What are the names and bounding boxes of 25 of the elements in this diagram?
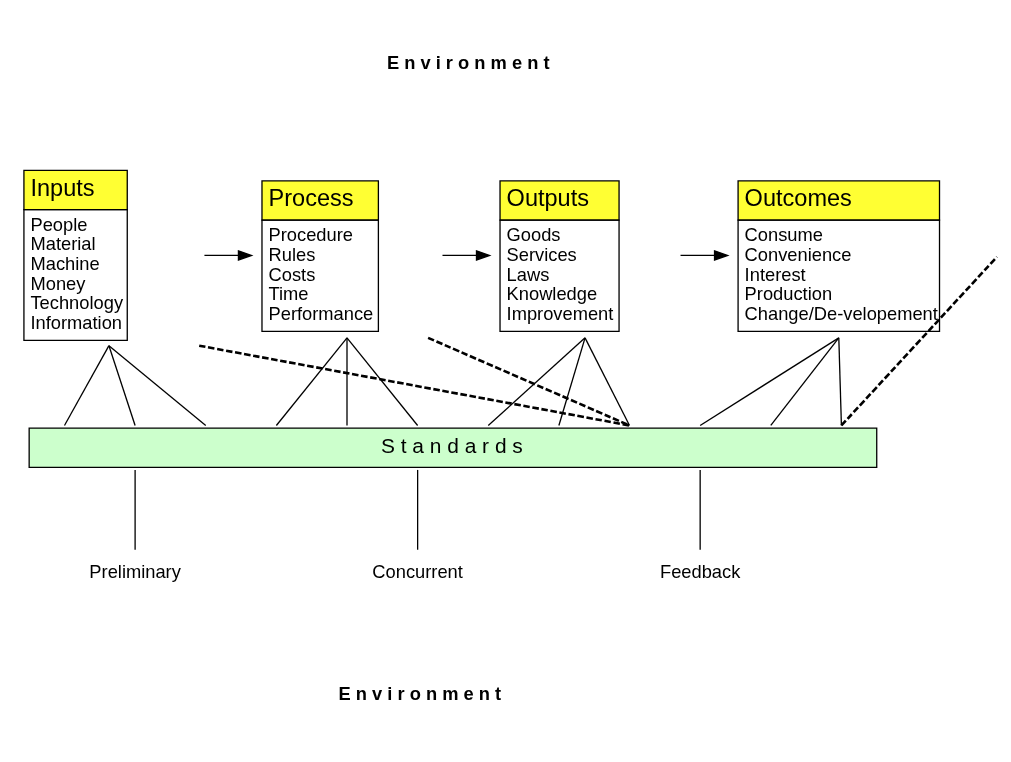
connector [346, 337, 348, 427]
connector [427, 336, 631, 427]
connector [108, 345, 207, 427]
connector [584, 337, 631, 427]
connector [770, 337, 840, 427]
node-text: Feedback [659, 561, 741, 583]
connector [134, 469, 136, 551]
connector [275, 337, 348, 427]
node-text: Preliminary [89, 561, 181, 583]
connector [346, 337, 419, 427]
arrow [203, 249, 254, 261]
connector [63, 345, 110, 427]
arrow [679, 249, 730, 261]
arrow [441, 249, 492, 261]
connector [198, 344, 630, 427]
node-text: Concurrent [372, 561, 463, 583]
connector [558, 337, 586, 427]
connector [416, 469, 419, 551]
connector [840, 255, 998, 427]
label: E n v i r o n m e n t [386, 52, 550, 74]
connector [699, 337, 840, 427]
label: E n v i r o n m e n t [338, 682, 502, 704]
connector [699, 469, 701, 551]
connector [487, 337, 586, 427]
connector [108, 345, 136, 427]
